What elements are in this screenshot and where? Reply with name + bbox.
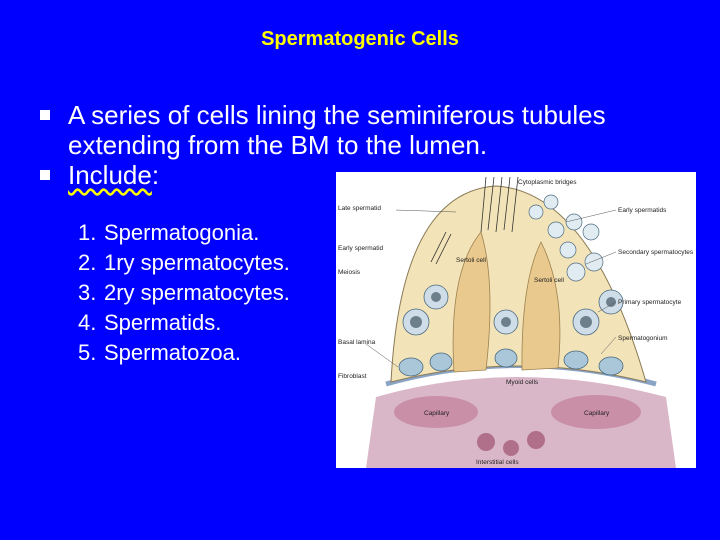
list-text: Spermatids. xyxy=(104,310,222,335)
label-leaders xyxy=(365,209,617,368)
sertoli-cell xyxy=(521,241,561,371)
seminiferous-epithelium xyxy=(390,185,647,383)
label-myoid-cells: Myoid cells xyxy=(506,379,539,386)
label-primary-spermatocyte: Primary spermatocyte xyxy=(618,299,682,306)
list-number: 5. xyxy=(78,340,97,365)
label-sertoli-cell-left: Sertoli cell xyxy=(456,257,487,264)
label-secondary-spermatocytes: Secondary spermatocytes xyxy=(618,249,694,256)
spermatid-group xyxy=(528,194,604,282)
label-basal-lamina: Basal lamina xyxy=(338,339,376,346)
interstitial-cell xyxy=(527,431,545,449)
bullet-list: A series of cells lining the seminiferou… xyxy=(40,100,710,190)
list-text: 1ry spermatocytes. xyxy=(104,250,290,275)
label-late-spermatid: Late spermatid xyxy=(338,205,381,212)
label-early-spermatids: Early spermatids xyxy=(618,207,667,214)
list-number: 2. xyxy=(78,250,97,275)
include-word: Include xyxy=(68,160,152,190)
label-interstitial-cells: Interstitial cells xyxy=(476,459,519,466)
square-bullet-icon xyxy=(40,110,50,120)
label-cytoplasmic-bridges: Cytoplasmic bridges xyxy=(518,179,577,186)
list-number: 3. xyxy=(78,280,97,305)
interstitial-cell xyxy=(477,433,495,451)
list-text: Spermatozoa. xyxy=(104,340,241,365)
bullet-item-include: Include: xyxy=(40,160,710,190)
list-item: 4. Spermatids. xyxy=(78,308,348,338)
list-text: 2ry spermatocytes. xyxy=(104,280,290,305)
spermatocyte-nuclei xyxy=(410,292,616,328)
label-capillary-left: Capillary xyxy=(424,410,450,417)
label-spermatogonium: Spermatogonium xyxy=(618,335,668,342)
label-sertoli-cell-right: Sertoli cell xyxy=(534,277,565,284)
list-number: 4. xyxy=(78,310,97,335)
seminiferous-tubule-illustration: Cytoplasmic bridges Late spermatid Early… xyxy=(336,172,696,468)
list-item: 2. 1ry spermatocytes. xyxy=(78,248,348,278)
spermatozoa-tails xyxy=(430,176,519,265)
capillary-right xyxy=(551,395,641,429)
label-meiosis: Meiosis xyxy=(338,269,361,276)
slide-title: Spermatogenic Cells xyxy=(261,28,459,50)
cell-type-list: 1. Spermatogonia. 2. 1ry spermatocytes. 3.… xyxy=(78,218,348,368)
spermatogonia-group xyxy=(398,348,624,377)
list-item: 5. Spermatozoa. xyxy=(78,338,348,368)
list-item: 1. Spermatogonia. xyxy=(78,218,348,248)
list-item: 3. 2ry spermatocytes. xyxy=(78,278,348,308)
square-bullet-icon xyxy=(40,170,50,180)
label-fibroblast: Fibroblast xyxy=(338,373,367,380)
label-capillary-right: Capillary xyxy=(584,410,610,417)
bullet-item-definition: A series of cells lining the seminiferou… xyxy=(40,100,710,160)
list-number: 1. xyxy=(78,220,97,245)
tubule-diagram: Cytoplasmic bridges Late spermatid Early… xyxy=(338,176,694,468)
interstitial-cell xyxy=(503,440,519,456)
capillary-left xyxy=(394,396,478,428)
bullet-text: A series of cells lining the seminiferou… xyxy=(68,100,606,160)
include-colon: : xyxy=(151,160,160,190)
label-early-spermatid: Early spermatid xyxy=(338,245,384,252)
list-text: Spermatogonia. xyxy=(104,220,260,245)
